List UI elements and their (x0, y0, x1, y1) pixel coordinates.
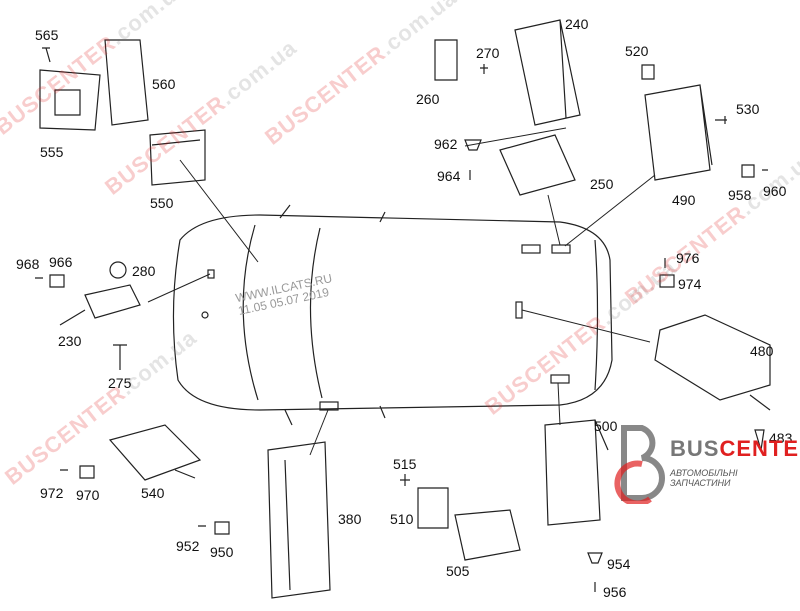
part-label: 380 (338, 511, 362, 527)
part-label: 530 (736, 101, 760, 117)
part-label: 954 (607, 556, 631, 572)
part-label: 480 (750, 343, 774, 359)
logo-center: CENTER (719, 436, 800, 461)
part-label: 520 (625, 43, 649, 59)
logo-bus: BUS (670, 436, 720, 461)
buscenter-logo: BUSCENTER АВТОМОБІЛЬНІ ЗАПЧАСТИНИ (612, 424, 800, 504)
part-label: 565 (35, 27, 59, 43)
part-label: 240 (565, 16, 589, 32)
parts (35, 19, 771, 599)
logo-mark (614, 425, 665, 504)
logo-text: BUSCENTER (670, 436, 800, 462)
part-label: 974 (678, 276, 702, 292)
part-label: 952 (176, 538, 200, 554)
part-label: 275 (108, 375, 132, 391)
part-label: 260 (416, 91, 440, 107)
part-label: 515 (393, 456, 417, 472)
part-label: 962 (434, 136, 458, 152)
part-label: 550 (150, 195, 174, 211)
part-label: 270 (476, 45, 500, 61)
part-label: 510 (390, 511, 414, 527)
part-label: 500 (594, 418, 618, 434)
part-label: 968 (16, 256, 40, 272)
part-label: 970 (76, 487, 100, 503)
logo-subtitle: АВТОМОБІЛЬНІ ЗАПЧАСТИНИ (670, 468, 738, 488)
part-label: 250 (590, 176, 614, 192)
part-label: 956 (603, 584, 627, 600)
part-label: 958 (728, 187, 752, 203)
part-label: 560 (152, 76, 176, 92)
part-label: 280 (132, 263, 156, 279)
part-label: 976 (676, 250, 700, 266)
part-label: 490 (672, 192, 696, 208)
vehicle-outline (172, 204, 613, 426)
part-label: 950 (210, 544, 234, 560)
part-label: 555 (40, 144, 64, 160)
part-label: 964 (437, 168, 461, 184)
part-label: 966 (49, 254, 73, 270)
part-label: 960 (763, 183, 787, 199)
part-label: 483 (769, 430, 793, 446)
part-label: 540 (141, 485, 165, 501)
part-label: 505 (446, 563, 470, 579)
part-label: 972 (40, 485, 64, 501)
leader-lines (147, 127, 656, 456)
part-label: 230 (58, 333, 82, 349)
